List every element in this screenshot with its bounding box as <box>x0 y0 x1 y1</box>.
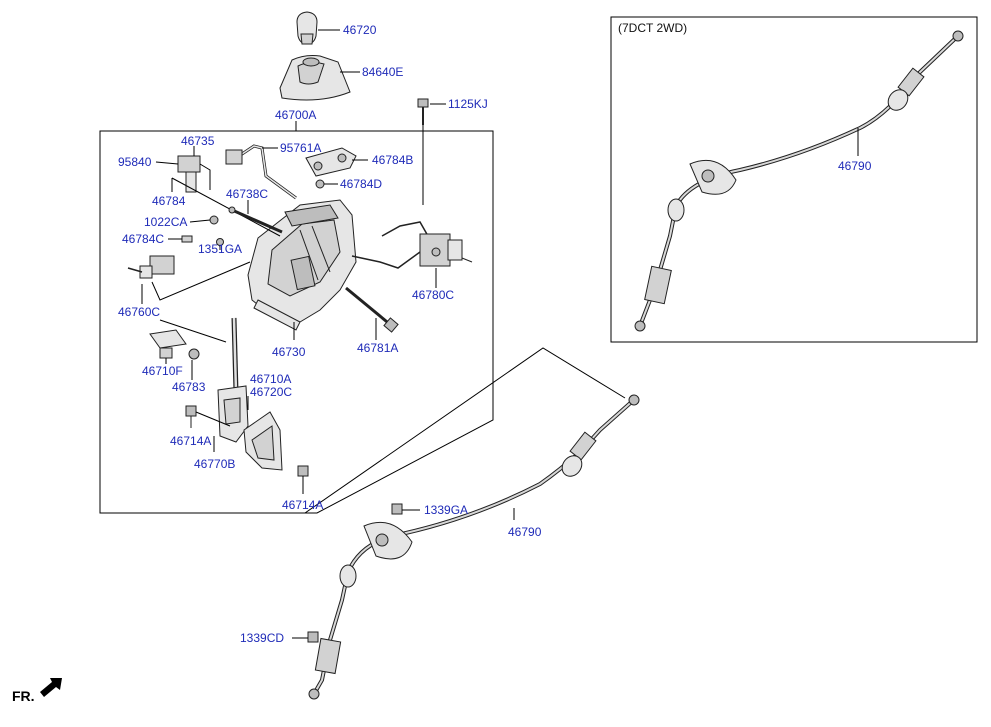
bolt-46714A-right <box>297 465 309 477</box>
nut-1339GA <box>391 503 403 515</box>
label-46760C: 46760C <box>118 305 160 319</box>
label-46790-main: 46790 <box>508 525 542 539</box>
label-46714A-left: 46714A <box>170 434 211 448</box>
clip-46784C <box>181 235 193 243</box>
pin-46738C <box>228 206 283 234</box>
label-46710A: 46710A <box>250 372 291 386</box>
label-1339CD: 1339CD <box>240 631 284 645</box>
label-46790-inset: 46790 <box>838 159 872 173</box>
bracket-46784B <box>305 147 357 177</box>
nut-46784D <box>315 179 325 189</box>
fr-label: FR. <box>12 688 35 704</box>
bolt-46714A-left <box>185 405 197 428</box>
shift-boot <box>279 55 351 101</box>
label-95840: 95840 <box>118 155 152 169</box>
bracket-46710F <box>149 329 200 360</box>
nut-1022CA <box>209 215 219 225</box>
label-46781A: 46781A <box>357 341 398 355</box>
label-46720C: 46720C <box>250 385 292 399</box>
label-46784B: 46784B <box>372 153 413 167</box>
solenoid-46735 <box>177 155 211 193</box>
label-1351GA: 1351GA <box>198 242 242 256</box>
label-46780C: 46780C <box>412 288 454 302</box>
shift-knob <box>296 11 318 45</box>
shift-lever-assembly <box>217 317 283 471</box>
harness-46780C <box>351 221 473 269</box>
label-46784D: 46784D <box>340 177 382 191</box>
front-direction-marker: FR. <box>12 678 62 704</box>
nut-46783 <box>188 348 200 360</box>
nut-1339CD <box>307 631 319 643</box>
label-1022CA: 1022CA <box>144 215 187 229</box>
inset-title: (7DCT 2WD) <box>618 21 687 35</box>
assembly-frame <box>99 130 494 514</box>
cable-group-frame <box>304 347 626 514</box>
cable-46790-inset <box>634 30 964 332</box>
leader-46714A-left <box>195 411 231 427</box>
label-46700A: 46700A <box>275 108 316 122</box>
arrow-icon <box>40 678 62 697</box>
leader-95840 <box>155 161 179 165</box>
leader-46784-link <box>171 177 281 237</box>
label-46738C: 46738C <box>226 187 268 201</box>
pin-46781A <box>345 286 399 333</box>
label-46783: 46783 <box>172 380 206 394</box>
shifter-housing <box>247 199 357 331</box>
label-46720: 46720 <box>343 23 377 37</box>
label-46770B: 46770B <box>194 457 235 471</box>
label-46784: 46784 <box>152 194 186 208</box>
sensor-46760C <box>127 255 251 301</box>
label-46710F: 46710F <box>142 364 183 378</box>
cable-46790-main <box>308 394 640 700</box>
label-46714A-right: 46714A <box>282 498 323 512</box>
label-46784C: 46784C <box>122 232 164 246</box>
label-46730: 46730 <box>272 345 306 359</box>
leader-1022CA <box>189 219 211 223</box>
bolt-1125KJ <box>417 98 429 125</box>
label-1339GA: 1339GA <box>424 503 468 517</box>
label-46735: 46735 <box>181 134 215 148</box>
label-95761A: 95761A <box>280 141 321 155</box>
label-1125KJ: 1125KJ <box>448 97 488 111</box>
label-84640E: 84640E <box>362 65 403 79</box>
inset-frame <box>610 16 978 343</box>
leader-46710F-frame <box>159 319 227 343</box>
